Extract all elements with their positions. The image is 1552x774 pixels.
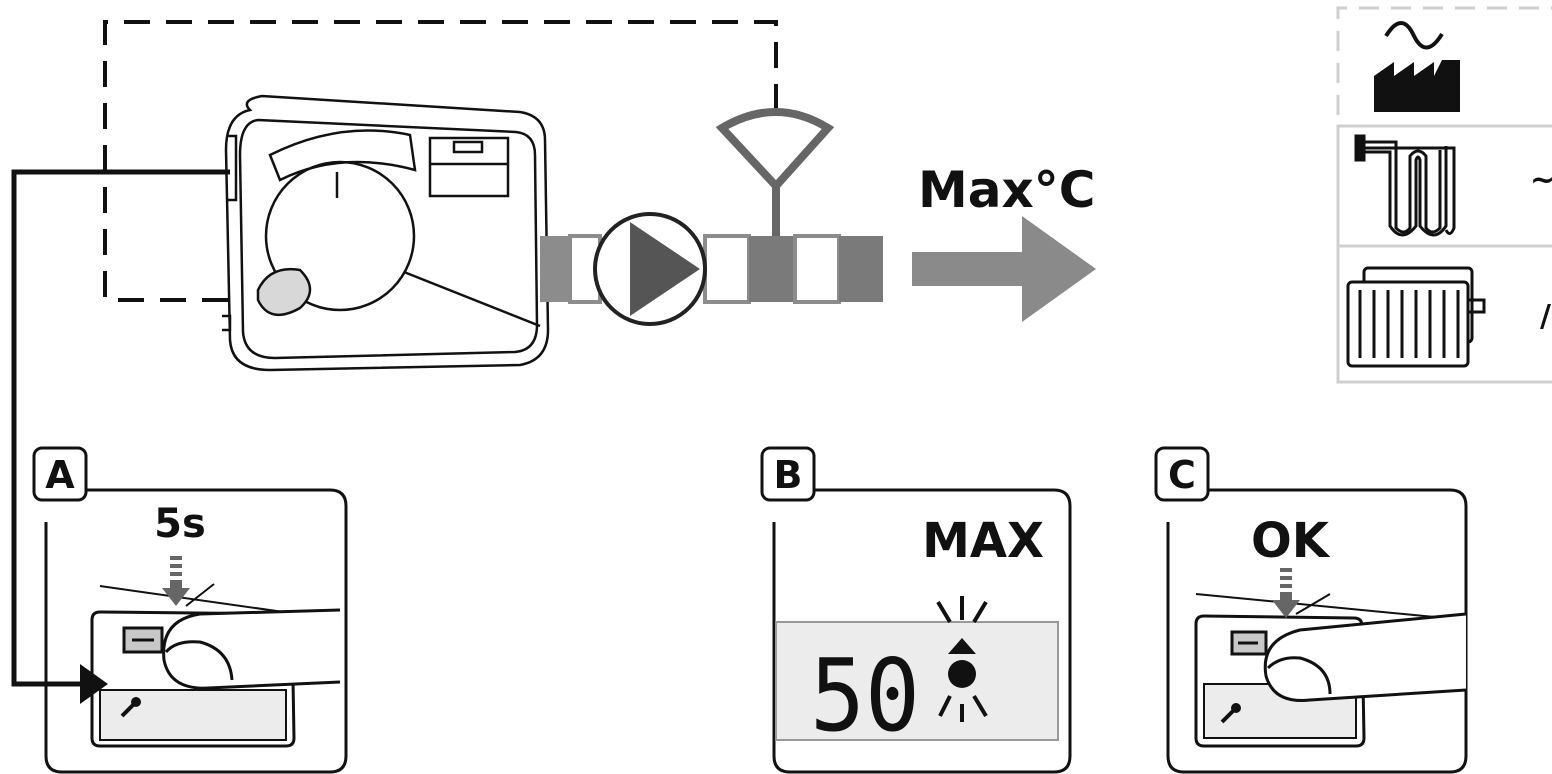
application-column — [1336, 6, 1552, 384]
cropped-glyph-1: ~ — [1530, 163, 1552, 198]
lcd-display — [775, 621, 1059, 741]
press-arrow — [162, 556, 190, 606]
panel-b: B MAX 50 — [760, 446, 1072, 774]
finger-icon — [162, 583, 341, 690]
panel-b-caption: MAX — [922, 513, 1044, 569]
flow-arrow — [912, 216, 1096, 322]
panel-a-device — [90, 585, 341, 748]
cropped-glyph-2: / — [1540, 299, 1551, 334]
factory-icon — [1374, 21, 1460, 112]
panel-b-letter: B — [774, 453, 803, 497]
pipe — [540, 234, 883, 304]
panel-c-letter: C — [1168, 453, 1196, 497]
radiator-icon — [1346, 266, 1486, 368]
panel-c: C OK — [1154, 446, 1468, 774]
setpoint-label: Max°C — [918, 161, 1095, 219]
underfloor-heating-icon — [1354, 134, 1456, 237]
panel-a-caption: 5s — [154, 501, 206, 547]
pump-icon — [593, 212, 707, 326]
panel-a-letter: A — [45, 453, 75, 497]
wrench-icon-c — [1220, 703, 1241, 724]
panel-c-caption: OK — [1251, 513, 1331, 569]
dashed-sensor-loop — [103, 20, 778, 302]
valve-controller-icon — [222, 94, 550, 372]
connection-line — [11, 169, 230, 687]
panel-a: A 5s — [32, 446, 348, 774]
press-arrow-c — [1272, 568, 1300, 618]
wrench-icon — [120, 697, 141, 718]
lcd-value: 50 — [810, 637, 920, 754]
max-indicator-icon — [936, 596, 988, 722]
connection-arrowhead — [80, 664, 108, 704]
finger-icon-c — [1263, 593, 1467, 702]
temperature-sensor-icon — [715, 108, 835, 236]
